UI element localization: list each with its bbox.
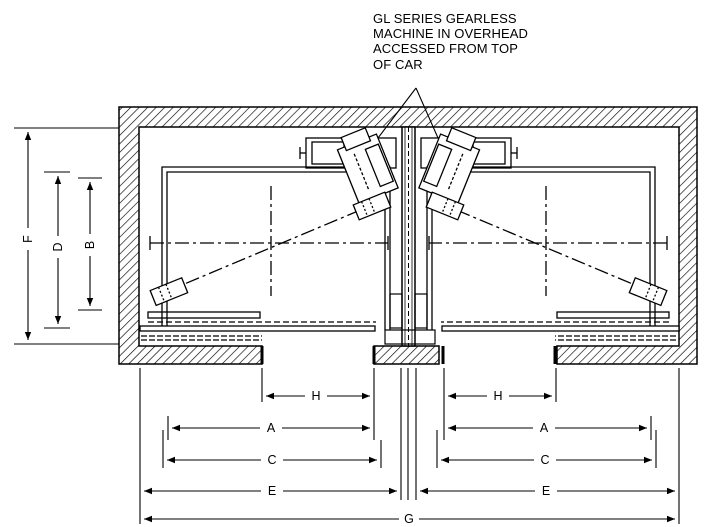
callout-line-1: GL SERIES GEARLESS <box>373 11 517 26</box>
hoistway-walls <box>118 106 698 365</box>
dim-label-e-left: E <box>268 484 276 498</box>
right-car <box>418 126 680 364</box>
dim-label-b: B <box>83 241 97 249</box>
machine-callout-note: GL SERIES GEARLESS MACHINE IN OVERHEAD A… <box>373 11 613 72</box>
dim-label-e-right: E <box>542 484 550 498</box>
callout-line-2: MACHINE IN OVERHEAD <box>373 26 529 42</box>
dim-label-a-left: A <box>267 421 276 435</box>
callout-line-4: OF CAR <box>373 56 423 72</box>
left-car <box>139 126 399 364</box>
callout-line-3: ACCESSED FROM TOP <box>373 41 518 57</box>
dimension-lines <box>14 127 680 524</box>
dim-label-d: D <box>51 242 65 251</box>
dim-label-h-left: H <box>311 389 320 403</box>
dim-label-g: G <box>404 512 414 526</box>
dim-label-f: F <box>21 235 35 243</box>
dimension-labels: F D B H H A A C C E E G <box>21 235 550 526</box>
dim-label-c-right: C <box>540 453 549 467</box>
dim-label-h-right: H <box>493 389 502 403</box>
dim-label-c-left: C <box>267 453 276 467</box>
dim-label-a-right: A <box>540 421 549 435</box>
callout-leaders <box>377 87 439 139</box>
center-equipment <box>384 293 436 345</box>
